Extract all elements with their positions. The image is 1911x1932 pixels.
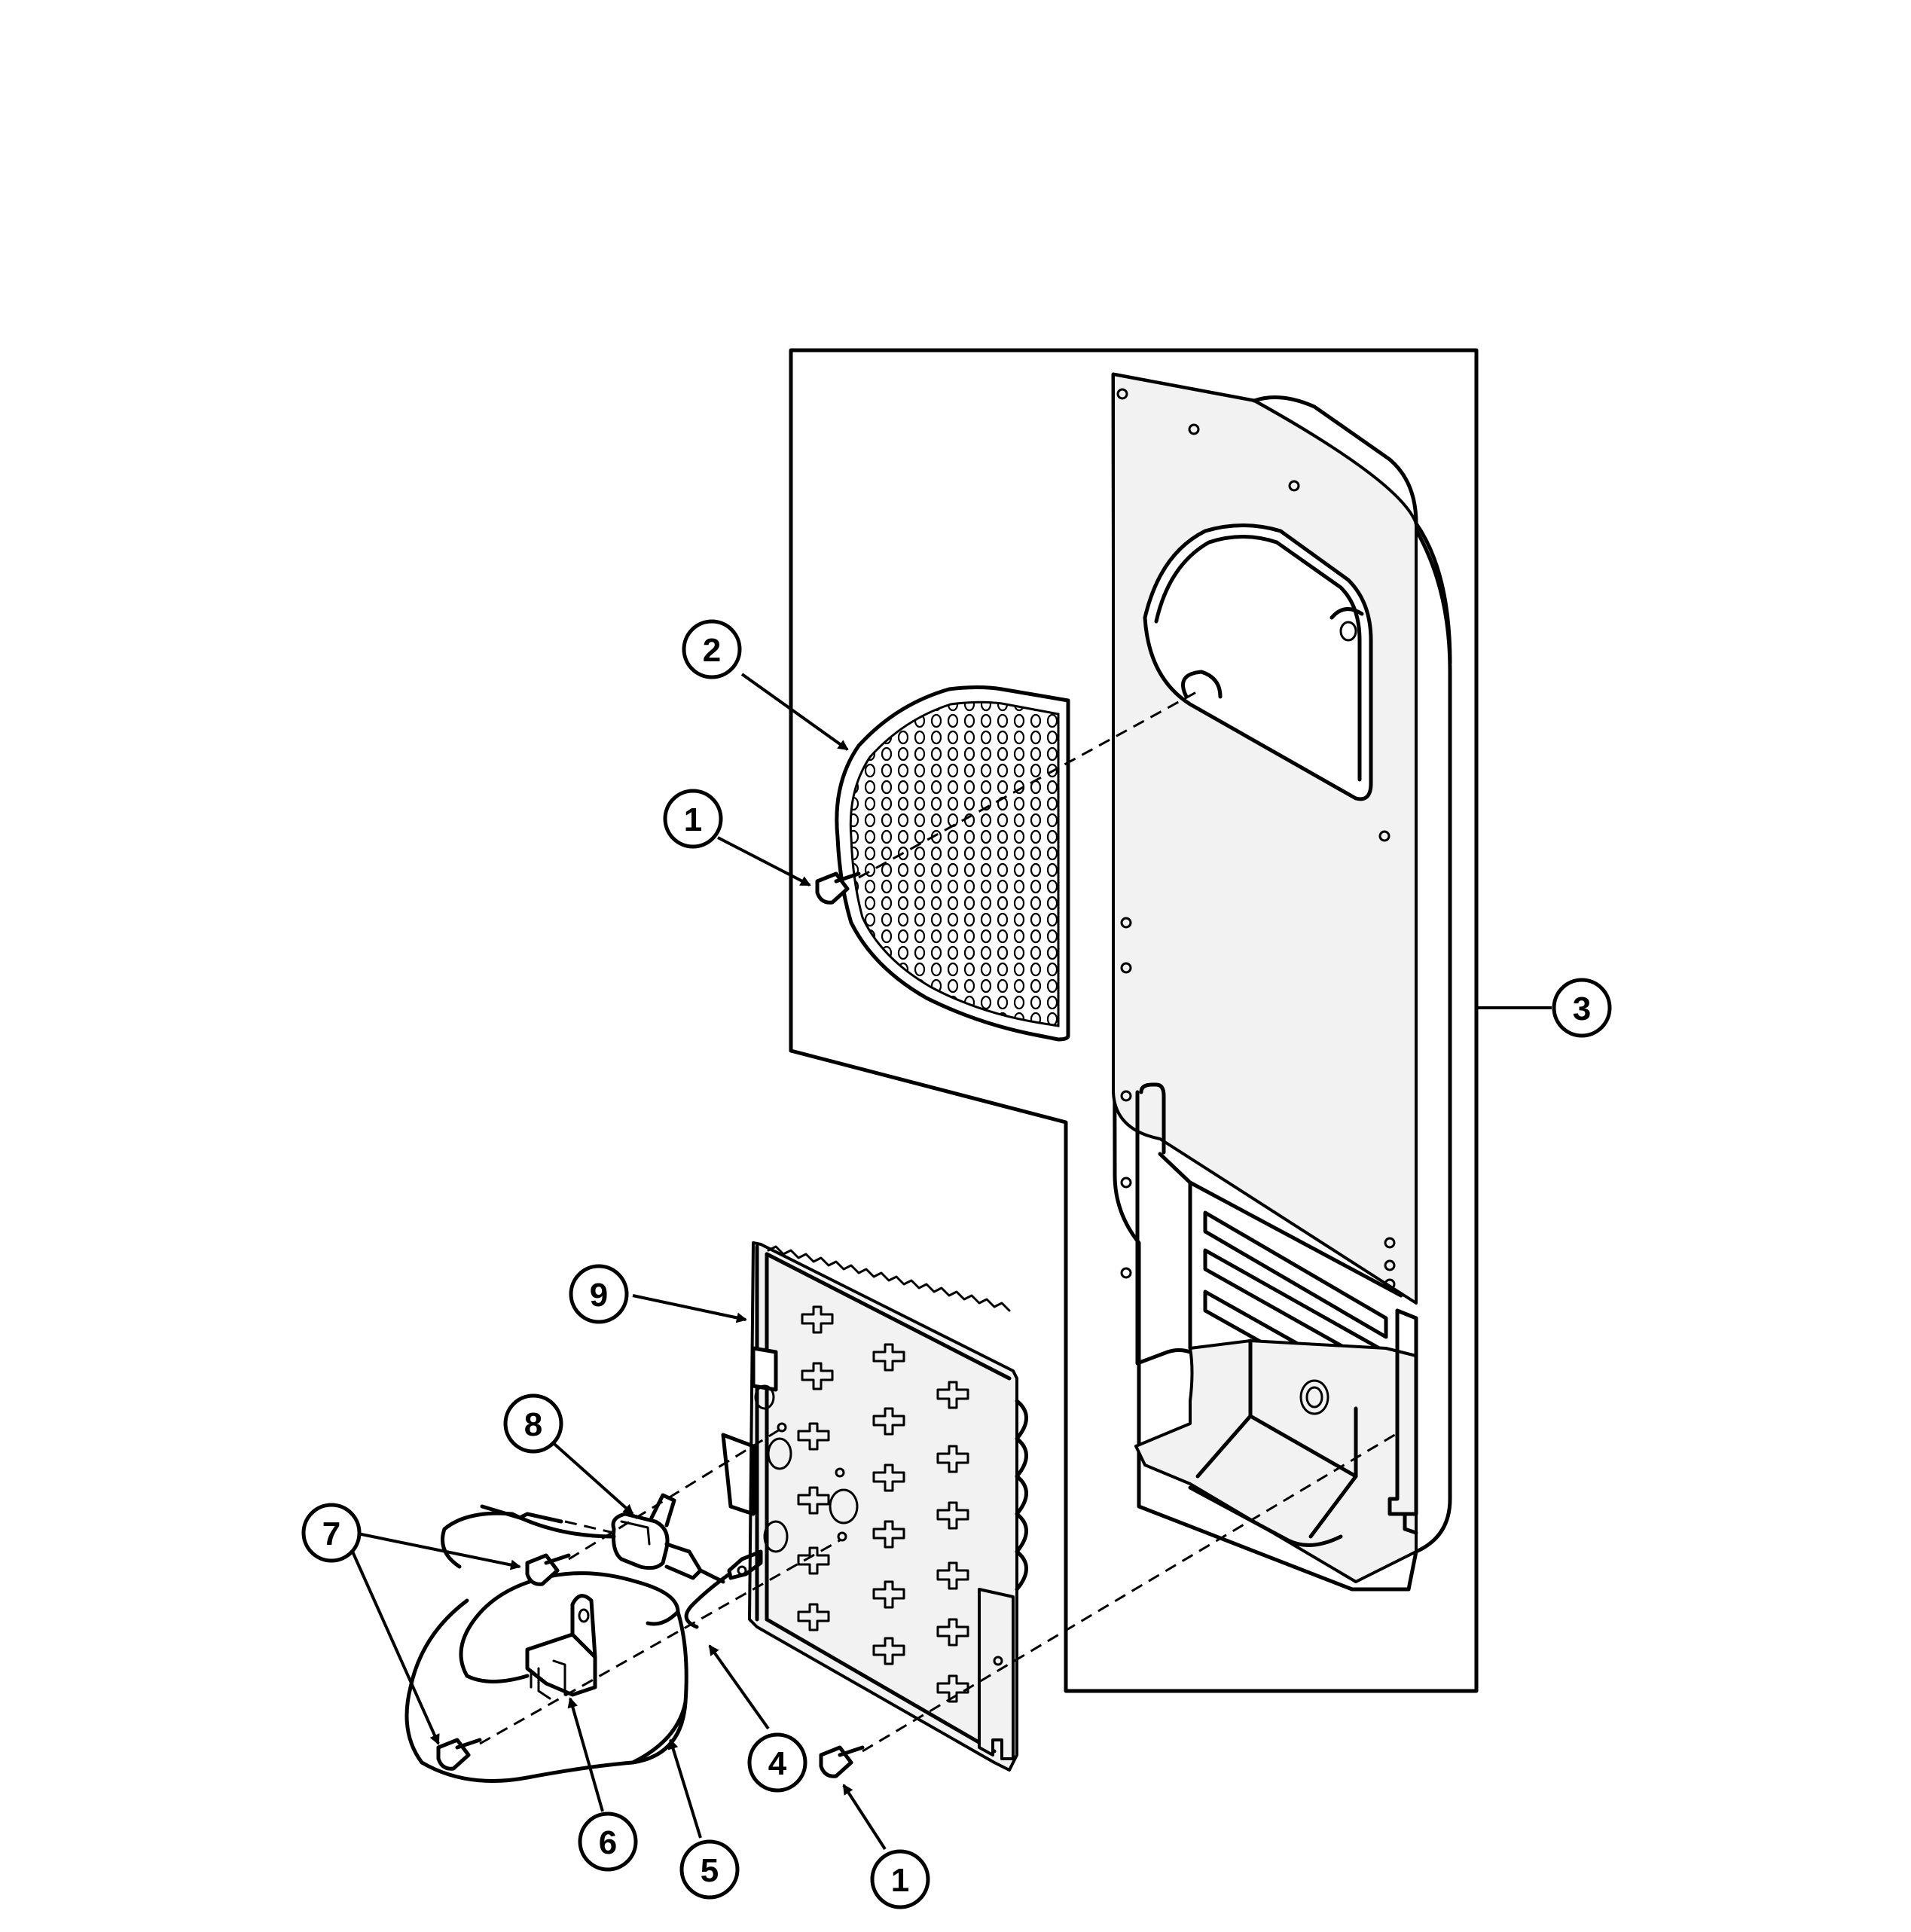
coil-supports (797, 1305, 969, 1703)
heater-assembly (721, 1241, 1028, 1772)
callout-4: 4 (747, 1732, 807, 1793)
thermostat (525, 1594, 597, 1700)
callout-label: 3 (1573, 990, 1591, 1027)
callout-9: 9 (569, 1264, 629, 1324)
callout-1-bottom: 1 (870, 1849, 930, 1909)
callout-1-top: 1 (663, 789, 723, 849)
wire-lead (684, 1549, 763, 1629)
callout-label: 6 (599, 1824, 617, 1861)
callout-label: 5 (701, 1852, 719, 1889)
callout-7: 7 (301, 1503, 362, 1563)
callout-label: 4 (768, 1745, 787, 1782)
screw-bottom (819, 1745, 865, 1778)
top-edge-crimps (767, 1245, 1011, 1312)
callout-label: 9 (590, 1277, 608, 1314)
perforated-grille (835, 685, 1070, 1042)
callout-label: 7 (322, 1515, 340, 1552)
callout-3: 3 (1552, 978, 1612, 1038)
leader-lines (351, 673, 887, 1851)
callout-label: 1 (684, 801, 702, 838)
group-bracket (789, 348, 1552, 1693)
callout-label: 8 (524, 1406, 542, 1443)
callout-label: 2 (703, 632, 721, 669)
rear-panel (1111, 372, 1452, 1592)
thermal-fuse (611, 1493, 725, 1584)
screw-7-upper (525, 1553, 571, 1586)
callout-6: 6 (578, 1811, 638, 1872)
callout-2: 2 (682, 619, 742, 679)
callout-5: 5 (679, 1839, 740, 1900)
callout-label: 1 (891, 1862, 909, 1899)
screw-top (815, 871, 861, 905)
alignment-lines (479, 690, 1402, 1753)
callout-8: 8 (503, 1393, 563, 1454)
screw-7-lower (436, 1738, 482, 1771)
